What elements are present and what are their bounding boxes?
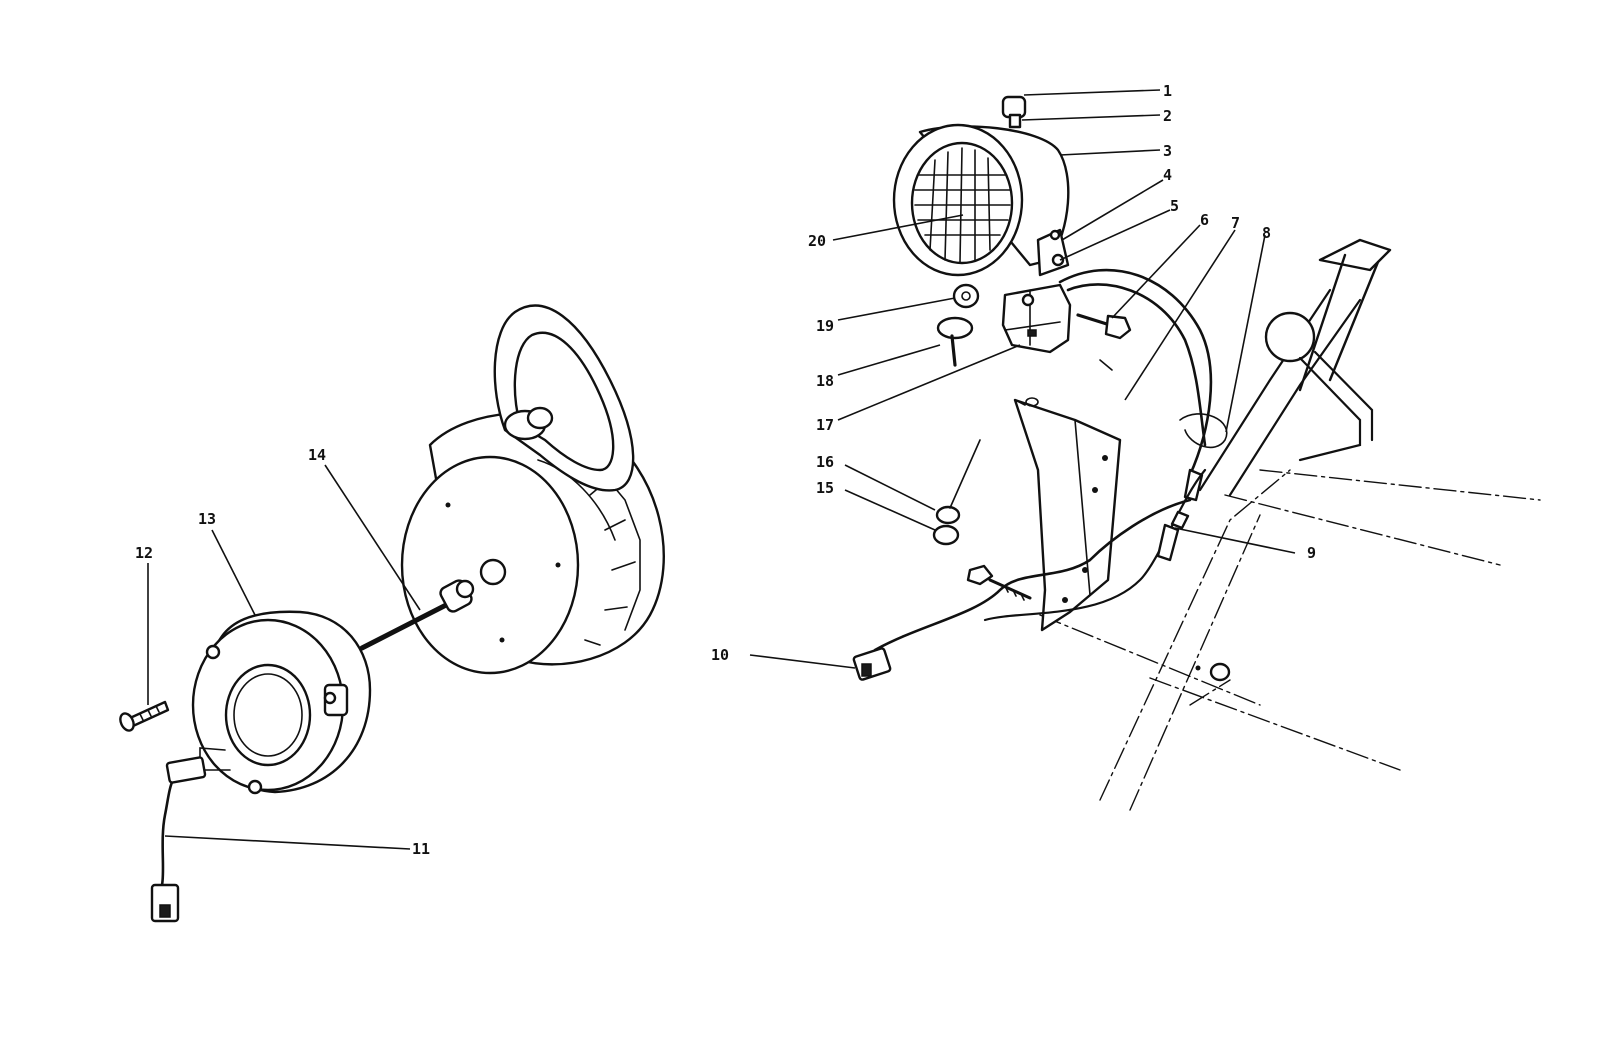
nut-19: [952, 283, 980, 309]
callout-8: 8: [1262, 224, 1271, 242]
callout-19: 19: [816, 317, 834, 335]
callout-16: 16: [816, 453, 834, 471]
bolt-6: [1076, 313, 1132, 340]
callout-11: 11: [412, 840, 430, 858]
washer-16-nut-15: [932, 439, 981, 546]
leader-lines: [147, 89, 1296, 850]
handlebar: [1198, 238, 1392, 497]
motor-shaft: [359, 579, 475, 651]
support-bracket-7: [1013, 397, 1122, 632]
screw-12: [119, 700, 170, 732]
callout-17: 17: [816, 416, 834, 434]
callout-7: 7: [1231, 214, 1240, 232]
callout-5: 5: [1170, 197, 1179, 215]
callout-3: 3: [1163, 142, 1172, 160]
callout-18: 18: [816, 372, 834, 390]
callout-20: 20: [808, 232, 826, 250]
frame-outline: [1039, 469, 1541, 811]
callout-13: 13: [198, 510, 216, 528]
callout-labels: 1 2 3 4 5 6 7 8 9 10 11 12 13 14 15 16 1…: [135, 82, 1316, 858]
callout-4: 4: [1163, 166, 1172, 184]
callout-12: 12: [135, 544, 153, 562]
blower-housing: [400, 304, 665, 675]
work-light: [892, 95, 1070, 277]
mounting-bracket-17: [1001, 283, 1072, 354]
callout-10: 10: [711, 646, 729, 664]
callout-1: 1: [1163, 82, 1172, 100]
callout-15: 15: [816, 479, 834, 497]
motor-wire-harness: [150, 756, 207, 923]
motor-drum: [191, 610, 372, 795]
carriage-bolt-18: [936, 316, 974, 367]
callout-2: 2: [1163, 107, 1172, 125]
hardware-bolt-and-nut: [966, 564, 1231, 682]
callout-6: 6: [1200, 211, 1209, 229]
callout-9: 9: [1307, 544, 1316, 562]
callout-14: 14: [308, 446, 326, 464]
wire-connector-9-harness-10: [852, 468, 1207, 681]
